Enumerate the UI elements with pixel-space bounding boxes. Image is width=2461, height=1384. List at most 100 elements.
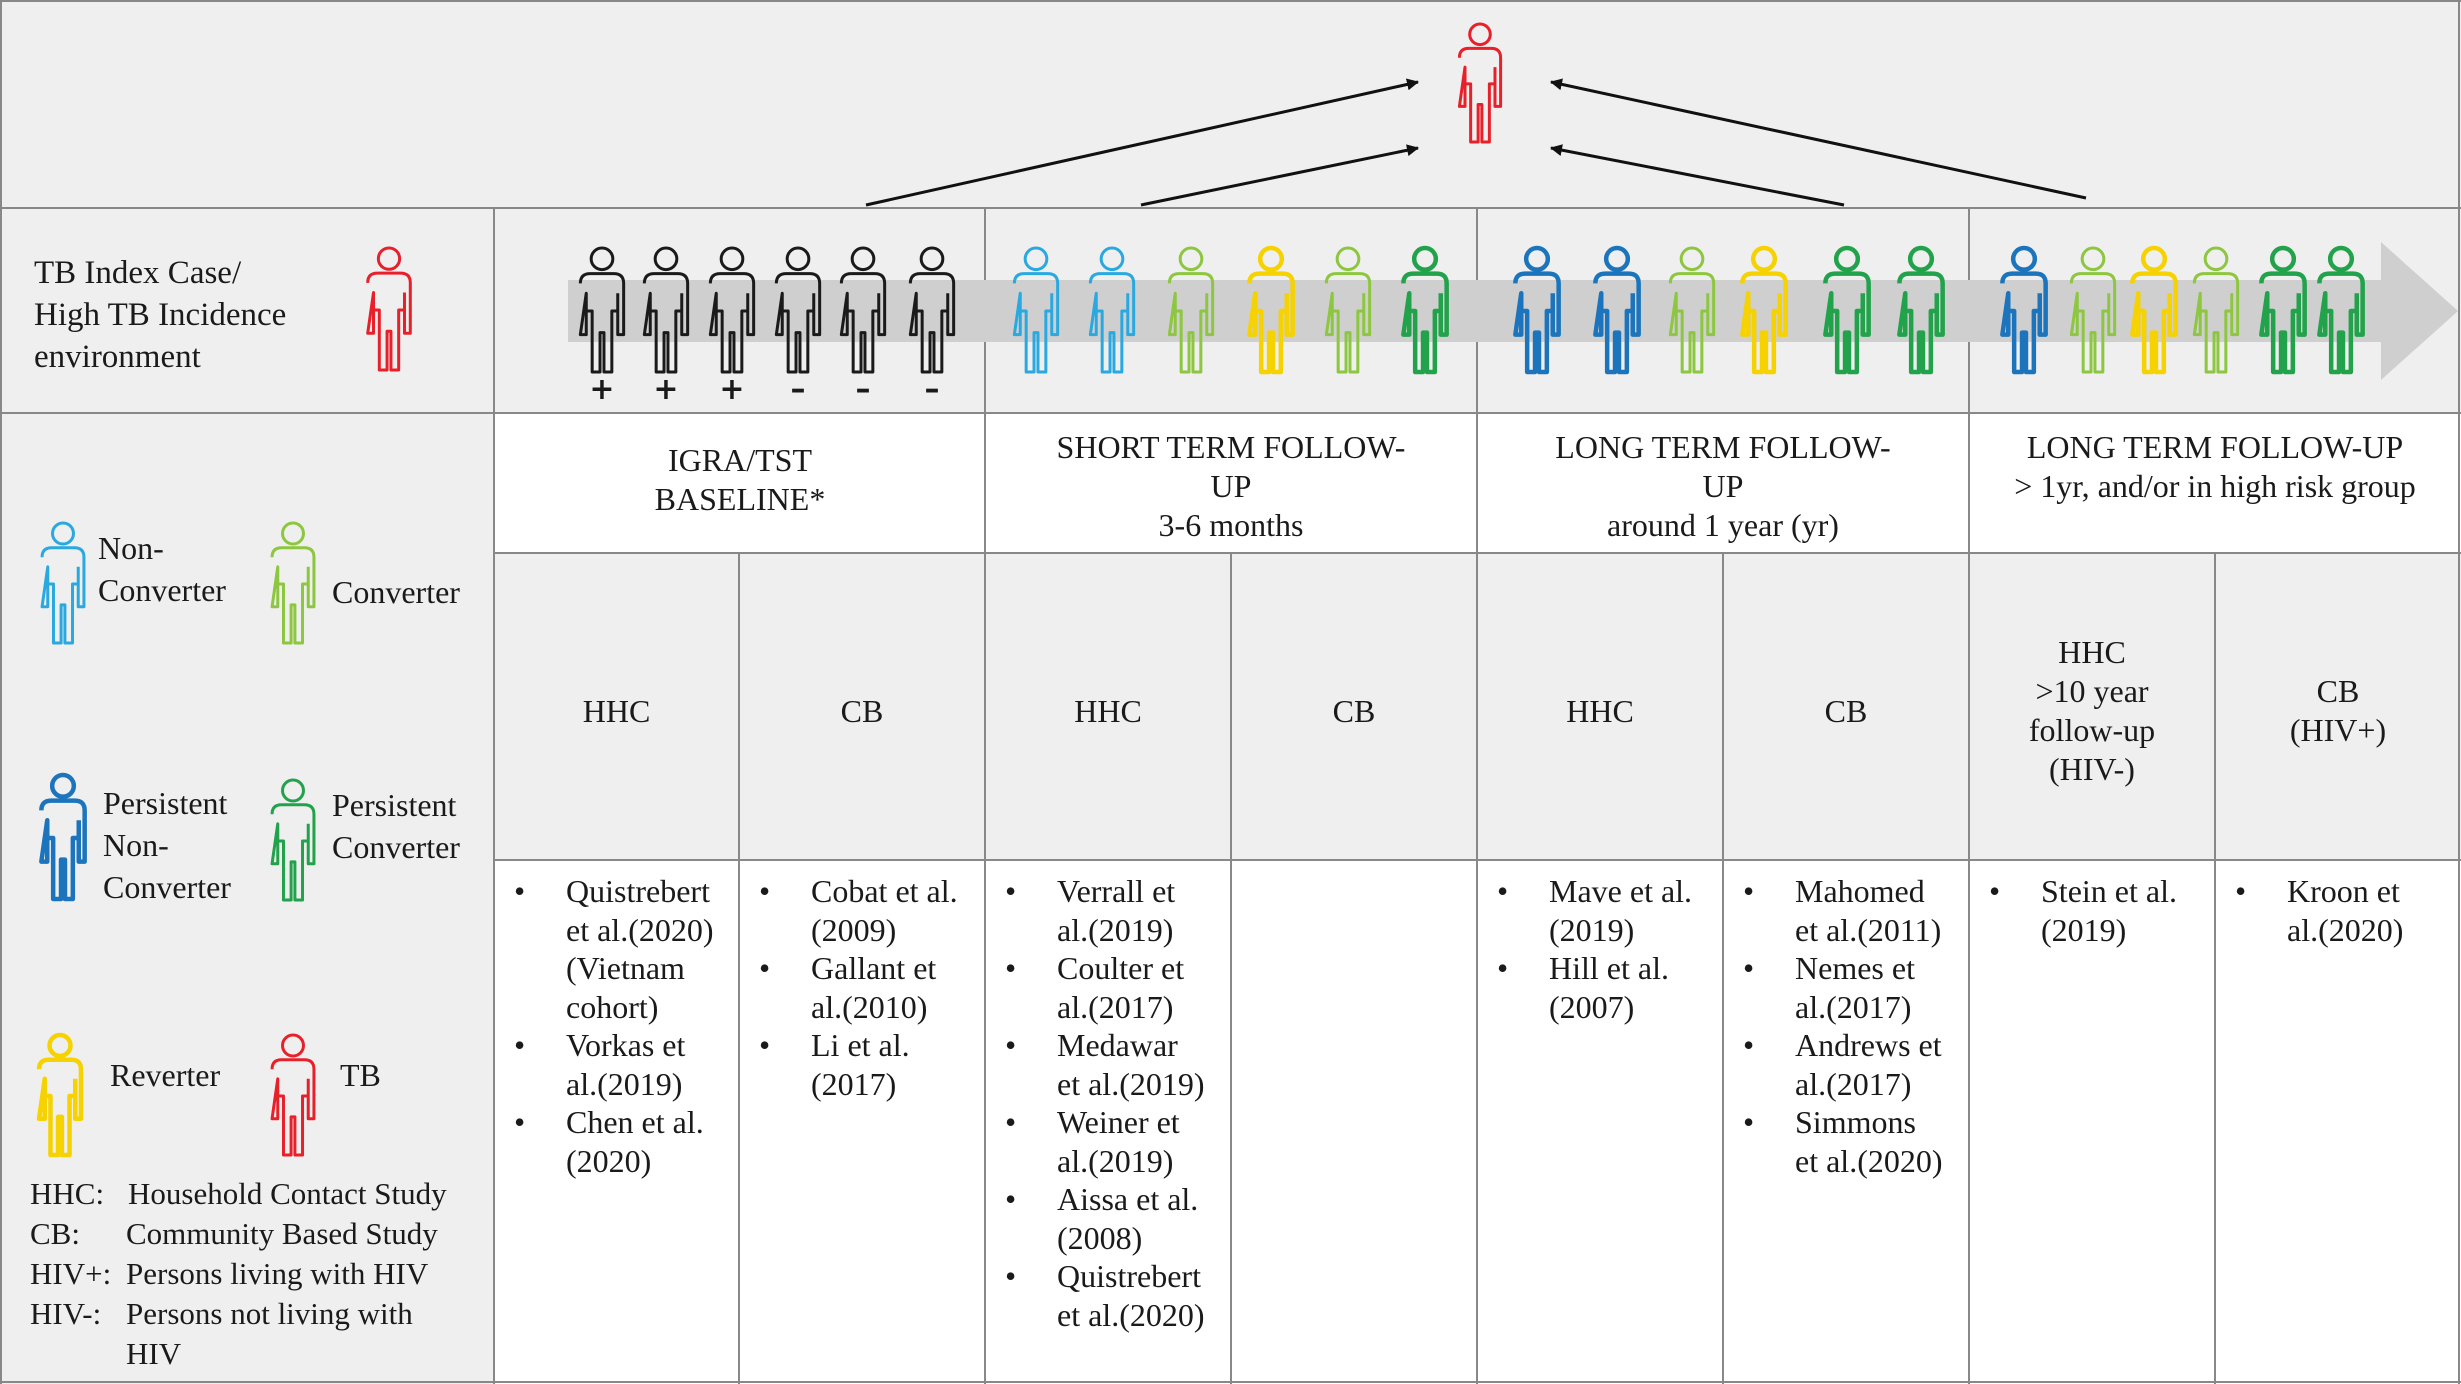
person-figure-converter bbox=[2069, 246, 2117, 374]
person-figure-converter bbox=[1167, 246, 1215, 374]
stage-header-line: > 1yr, and/or in high risk group bbox=[2014, 468, 2416, 504]
reference-text: al.(2019) bbox=[1057, 1142, 1174, 1179]
person-figure-black bbox=[774, 246, 822, 374]
abbreviation-key: HIV-: bbox=[30, 1296, 102, 1331]
reference-text: Cobat et al. bbox=[811, 873, 958, 909]
reference-text: Hill et al. bbox=[1549, 950, 1669, 986]
person-figure-converter bbox=[2192, 246, 2240, 374]
legend-label-line: Non- bbox=[98, 530, 164, 566]
reference-list: Cobat et al.(2009)Gallant etal.(2010)Li … bbox=[747, 872, 977, 1103]
reference-text: al.(2019) bbox=[566, 1065, 683, 1102]
legend-label-non-converter: Non- Converter bbox=[98, 527, 226, 611]
legend-persistent-converter-figure bbox=[270, 778, 316, 902]
study-type-line: HHC bbox=[2058, 634, 2126, 670]
person-figure-persistent-converter bbox=[2259, 245, 2307, 375]
study-type-3: CB bbox=[1231, 692, 1477, 731]
stage-header-3: LONG TERM FOLLOW-UP> 1yr, and/or in high… bbox=[1969, 428, 2461, 506]
study-type-1: CB bbox=[739, 692, 985, 731]
reference-text: et al.(2019) bbox=[1057, 1065, 1205, 1102]
reference-text: al.(2017) bbox=[1795, 988, 1912, 1025]
reference-text: Andrews et bbox=[1795, 1027, 1942, 1063]
person-figure-black bbox=[578, 246, 626, 374]
legend-converter-figure bbox=[270, 521, 316, 645]
reference-item: Aissa et al.(2008) bbox=[993, 1180, 1223, 1257]
reference-text: (2009) bbox=[811, 911, 897, 948]
study-type-0: HHC bbox=[494, 692, 739, 731]
stage-header-line: around 1 year (yr) bbox=[1607, 507, 1839, 543]
reference-text: Li et al. bbox=[811, 1027, 910, 1063]
legend-persistent-non-converter-figure bbox=[39, 772, 87, 902]
reference-text: Mave et al. bbox=[1549, 873, 1693, 909]
reference-item: Li et al.(2017) bbox=[747, 1026, 977, 1103]
abbreviation-value: HIV bbox=[126, 1336, 182, 1371]
person-figure-converter bbox=[1324, 246, 1372, 374]
reference-text: Mahomed bbox=[1795, 873, 1925, 909]
tb-person-figure bbox=[1457, 22, 1503, 144]
abbreviation-row: HIV bbox=[30, 1334, 181, 1374]
person-figure-persistent-non-converter bbox=[1513, 245, 1561, 375]
person-figure-black bbox=[908, 246, 956, 374]
reference-text: Gallant et bbox=[811, 950, 937, 986]
reference-text: (Vietnam bbox=[566, 950, 685, 986]
reference-text: Stein et al. bbox=[2041, 873, 2177, 909]
abbreviation-key: HIV+: bbox=[30, 1256, 112, 1291]
legend-label-line: Non- bbox=[103, 827, 169, 863]
reference-text: al.(2017) bbox=[1057, 988, 1174, 1025]
reference-text: Medawar bbox=[1057, 1027, 1178, 1063]
reference-item: Chen et al.(2020) bbox=[502, 1103, 731, 1180]
reference-text: (2007) bbox=[1549, 988, 1635, 1025]
study-type-5: CB bbox=[1723, 692, 1969, 731]
reference-item: Hill et al.(2007) bbox=[1485, 949, 1715, 1026]
abbreviation-row: CB:Community Based Study bbox=[30, 1214, 438, 1254]
stage-header-line: BASELINE* bbox=[654, 481, 826, 517]
test-result-sign: + bbox=[653, 372, 679, 407]
reference-text: (2019) bbox=[1549, 911, 1635, 948]
reference-text: et al.(2020) bbox=[566, 911, 714, 948]
progression-arrow bbox=[1550, 78, 2087, 200]
abbreviation-row: HHC: Household Contact Study bbox=[30, 1174, 447, 1214]
reference-text: (2008) bbox=[1057, 1219, 1143, 1256]
top-band bbox=[0, 0, 2461, 208]
study-type-2: HHC bbox=[985, 692, 1231, 731]
study-type-7: CB(HIV+) bbox=[2215, 672, 2461, 750]
reference-list: Mave et al.(2019)Hill et al.(2007) bbox=[1485, 872, 1715, 1026]
stage-header-line: 3-6 months bbox=[1158, 507, 1304, 543]
abbreviation-value: Household Contact Study bbox=[128, 1176, 447, 1211]
progression-arrow bbox=[865, 78, 1419, 207]
index-case-figure bbox=[366, 246, 412, 372]
stage-header-line: UP bbox=[1210, 468, 1252, 504]
legend-label-line: Converter bbox=[98, 572, 226, 608]
reference-text: al.(2017) bbox=[1795, 1065, 1912, 1102]
test-result-sign: – bbox=[790, 372, 806, 407]
legend-reverter-figure bbox=[36, 1032, 84, 1158]
legend-label-tb: TB bbox=[340, 1054, 381, 1096]
abbreviation-key: HHC: bbox=[30, 1176, 105, 1211]
stage-header-line: IGRA/TST bbox=[668, 442, 812, 478]
study-type-line: CB bbox=[1824, 692, 1868, 729]
person-figure-reverter bbox=[1247, 245, 1295, 375]
study-type-line: follow-up bbox=[2028, 712, 2156, 748]
legend-label-line: Converter bbox=[332, 574, 460, 610]
study-type-line: HHC bbox=[582, 692, 651, 729]
person-figure-black bbox=[839, 246, 887, 374]
study-type-line: (HIV+) bbox=[2289, 712, 2387, 748]
progression-arrow bbox=[1550, 144, 1845, 207]
person-figure-non-converter bbox=[1088, 246, 1136, 374]
timeline-arrow bbox=[568, 242, 2458, 380]
stage-header-line: UP bbox=[1702, 468, 1744, 504]
legend-label-line: Reverter bbox=[110, 1057, 221, 1093]
reference-text: Kroon et bbox=[2287, 873, 2400, 909]
